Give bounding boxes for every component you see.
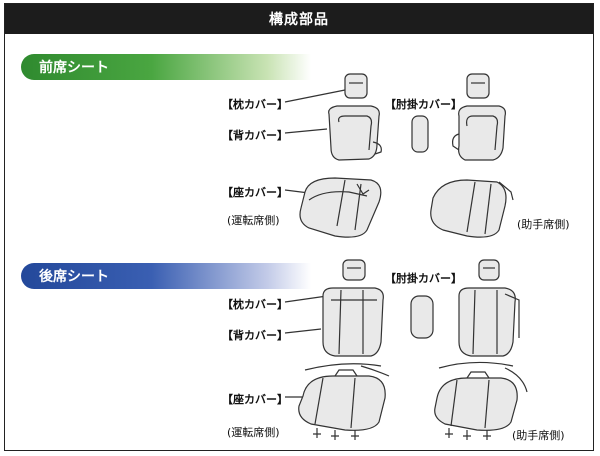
- front-headrest-leader: [284, 89, 346, 103]
- rear-seat-label: 【座カバー】: [222, 393, 288, 406]
- parts-diagram-frame: 構成部品 前席シート 後席シート 【枕カバー】 【肘掛カバー】 【背カバー】 【…: [4, 3, 594, 451]
- front-armrest-illustration: [411, 115, 429, 153]
- rear-driver-anchor-hooks: [313, 428, 359, 440]
- front-armrest-label: 【肘掛カバー】: [385, 98, 462, 111]
- front-driver-cushion-illustration: [299, 177, 382, 238]
- front-driver-side-label: (運転席側): [227, 214, 280, 227]
- rear-seat-heading: 後席シート: [21, 263, 311, 289]
- rear-passenger-cushion-illustration: [434, 361, 528, 440]
- seat-cover-illustrations: [284, 73, 528, 440]
- rear-headrest-leader: [284, 295, 328, 303]
- rear-driver-cushion-illustration: [298, 363, 390, 440]
- front-passenger-headrest-illustration: [466, 73, 490, 99]
- rear-passenger-backrest-illustration: [458, 287, 520, 357]
- rear-armrest-illustration: [410, 295, 434, 339]
- page-title: 構成部品: [5, 4, 593, 34]
- front-seat-label: 【座カバー】: [222, 186, 288, 199]
- rear-driver-headrest-illustration: [342, 259, 366, 281]
- rear-back-label: 【背カバー】: [222, 329, 288, 342]
- front-back-label: 【背カバー】: [222, 129, 288, 142]
- rear-back-leader: [284, 328, 322, 334]
- front-seat-heading: 前席シート: [21, 54, 311, 80]
- rear-passenger-anchor-hooks: [445, 428, 491, 440]
- front-passenger-side-label: (助手席側): [517, 218, 570, 231]
- front-passenger-cushion-illustration: [430, 179, 514, 238]
- front-back-leader: [284, 128, 328, 134]
- rear-headrest-label: 【枕カバー】: [222, 298, 288, 311]
- rear-driver-side-label: (運転席側): [227, 426, 280, 439]
- front-driver-headrest-illustration: [344, 73, 368, 99]
- front-passenger-backrest-illustration: [452, 105, 506, 161]
- front-headrest-label: 【枕カバー】: [222, 98, 288, 111]
- rear-passenger-side-label: (助手席側): [512, 429, 565, 442]
- rear-driver-backrest-illustration: [322, 287, 384, 357]
- rear-passenger-headrest-illustration: [478, 259, 500, 281]
- rear-armrest-label: 【肘掛カバー】: [385, 272, 462, 285]
- front-driver-backrest-illustration: [328, 105, 382, 161]
